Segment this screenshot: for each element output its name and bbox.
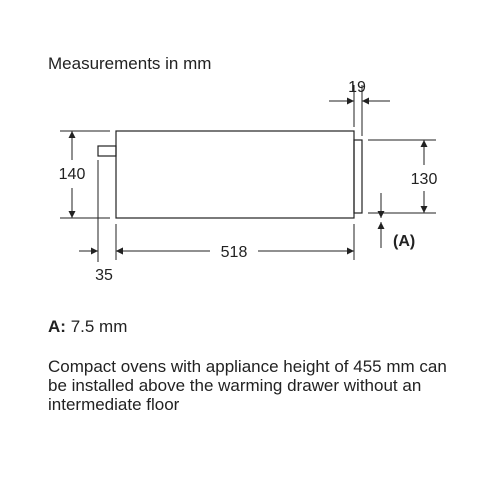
handle-stub [97, 145, 117, 157]
dimension-140-label: 140 [59, 166, 86, 183]
front-panel [353, 139, 363, 214]
note-a-value: 7.5 mm [70, 317, 128, 336]
dimension-35-label: 35 [95, 267, 113, 284]
dimension-130: 130 [368, 139, 438, 214]
dimension-35: 35 [79, 160, 135, 284]
dimension-140: 140 [59, 130, 110, 219]
marker-a: (A) [377, 193, 415, 250]
dimension-19-label: 19 [348, 79, 366, 96]
dimension-518-label: 518 [221, 244, 248, 261]
note-a-label: A: [48, 317, 66, 336]
note-a: A: 7.5 mm [48, 317, 127, 337]
dimension-19: 19 [329, 79, 390, 136]
installation-note: Compact ovens with appliance height of 4… [48, 357, 447, 414]
appliance-body [115, 130, 355, 219]
dimension-130-label: 130 [411, 171, 438, 188]
measurements-heading: Measurements in mm [48, 54, 212, 73]
marker-a-label: (A) [393, 233, 415, 250]
dimension-518: 518 [115, 224, 355, 261]
